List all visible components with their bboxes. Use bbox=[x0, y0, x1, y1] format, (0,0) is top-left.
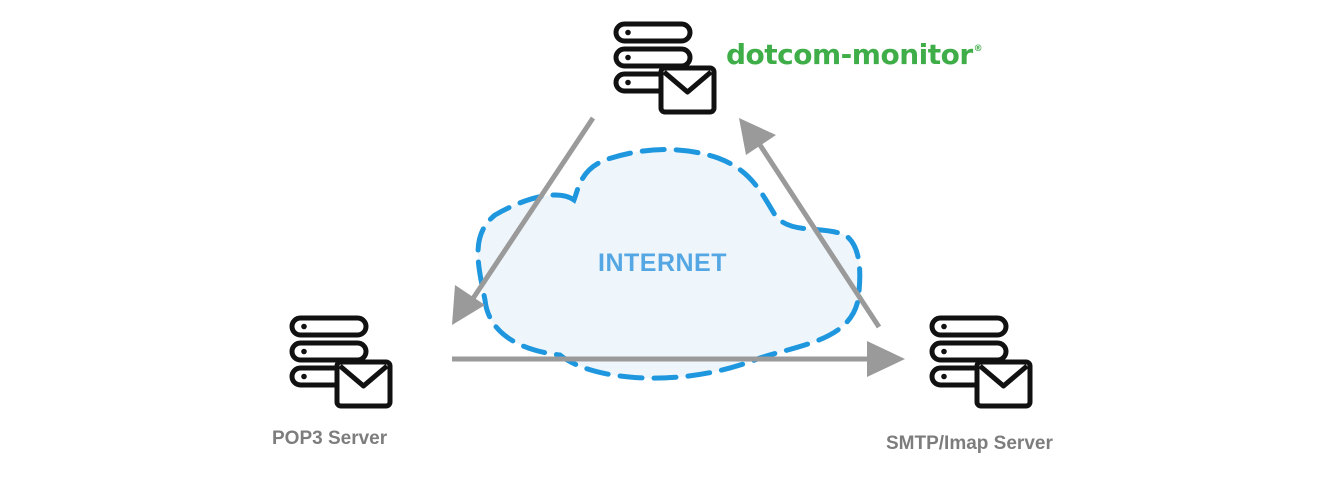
monitor-mail-server-icon bbox=[616, 24, 714, 112]
registered-mark: ® bbox=[973, 44, 983, 54]
smtp-server-label: SMTP/Imap Server bbox=[886, 433, 1053, 454]
brand-name: dotcom-monitor bbox=[726, 38, 973, 71]
arrow-pop3-to-smtp bbox=[452, 341, 905, 377]
arrow-smtp-to-monitor bbox=[739, 118, 882, 329]
smtp-mail-server-icon bbox=[932, 318, 1030, 406]
internet-cloud bbox=[475, 147, 863, 381]
internet-label: INTERNET bbox=[598, 249, 727, 277]
pop3-mail-server-icon bbox=[292, 318, 390, 406]
pop3-server-label: POP3 Server bbox=[272, 428, 388, 449]
arrow-monitor-to-pop3 bbox=[452, 116, 596, 325]
brand-logo: dotcom-monitor® bbox=[726, 38, 983, 71]
